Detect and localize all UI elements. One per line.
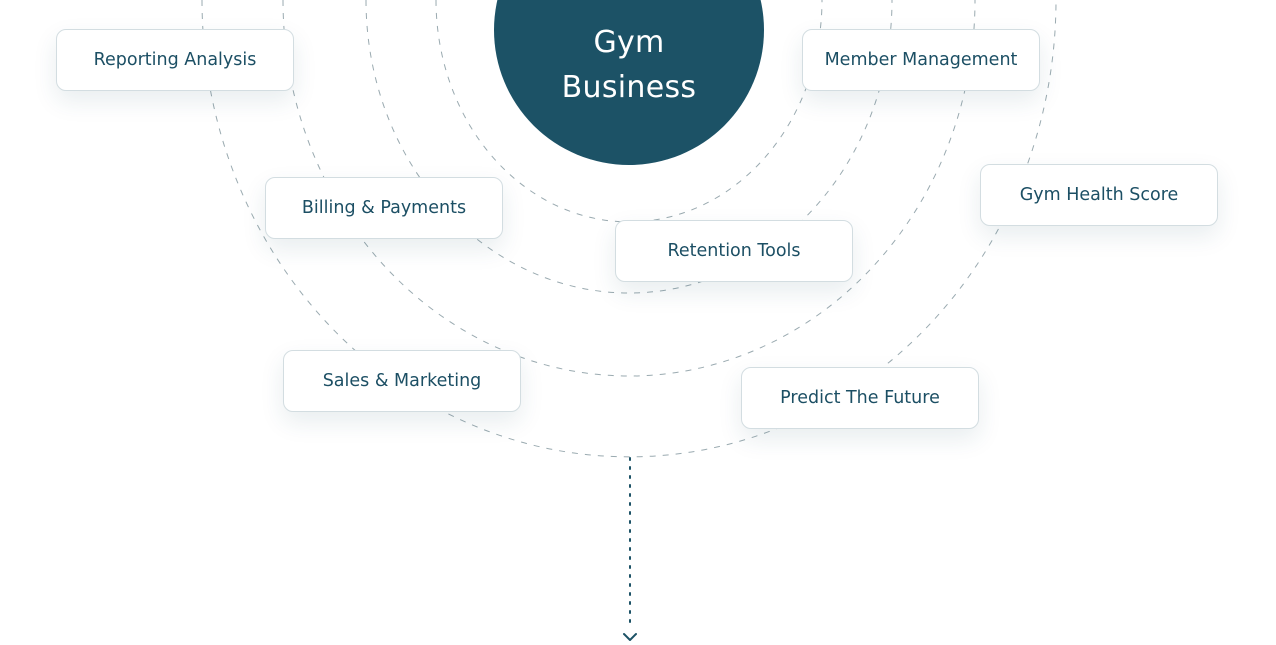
node-sales-marketing[interactable]: Sales & Marketing bbox=[283, 350, 521, 412]
node-label: Predict The Future bbox=[780, 388, 940, 408]
node-label: Sales & Marketing bbox=[322, 371, 482, 391]
node-label: Member Management bbox=[824, 50, 1018, 70]
node-member-management[interactable]: Member Management bbox=[802, 29, 1040, 91]
chevron-down-icon[interactable] bbox=[620, 630, 640, 644]
node-reporting-analysis[interactable]: Reporting Analysis bbox=[56, 29, 294, 91]
center-title: Gym Business bbox=[561, 25, 697, 105]
node-label: Billing & Payments bbox=[301, 198, 467, 218]
node-label: Retention Tools bbox=[667, 241, 801, 261]
node-label: Reporting Analysis bbox=[93, 50, 257, 70]
node-gym-health-score[interactable]: Gym Health Score bbox=[980, 164, 1218, 226]
arc-ring-2 bbox=[365, 0, 893, 294]
node-label: Gym Health Score bbox=[1019, 185, 1179, 205]
node-predict-the-future[interactable]: Predict The Future bbox=[741, 367, 979, 429]
node-retention-tools[interactable]: Retention Tools bbox=[615, 220, 853, 282]
node-billing-payments[interactable]: Billing & Payments bbox=[265, 177, 503, 239]
